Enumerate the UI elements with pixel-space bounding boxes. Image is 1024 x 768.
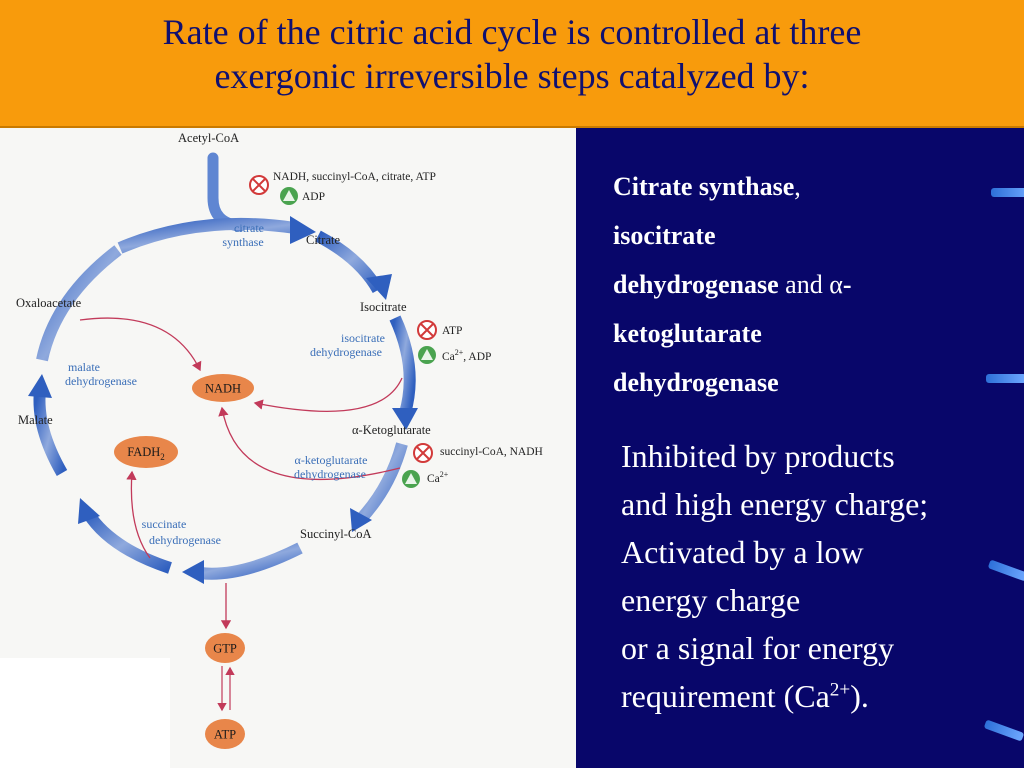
cycle-arrowhead-succinate [78,498,100,524]
nadh-label: NADH [205,382,241,396]
atp-label: ATP [214,728,236,742]
cycle-arrow-ketoglutarate [389,315,416,415]
cycle-arrowhead-isocitrate [366,274,392,300]
enzyme-list: Citrate synthase, isocitrate dehydrogena… [613,162,973,407]
description-line-6: requirement (Ca2+). [621,672,1016,720]
enzyme-akg-dh-line-1: α-ketoglutarate [295,453,368,467]
slide-title-line-1: Rate of the citric acid cycle is control… [162,12,862,52]
right-text-panel: Citrate synthase, isocitrate dehydrogena… [576,128,1024,768]
enzyme-list-line-1: Citrate synthase, [613,162,973,211]
enzyme-isocitrate-dh-line-2: dehydrogenase [310,345,382,359]
idh-activators: Ca2+, ADP [442,348,491,363]
enzyme-list-hyphen: - [842,270,852,299]
cycle-arrow-oxaloacetate [36,245,122,362]
cycle-arrowhead-citrate [290,216,316,244]
cycle-arrowhead-malate [28,374,52,398]
enzyme-list-line-2: isocitrate [613,211,973,260]
alpha-symbol: α [829,270,843,299]
cycle-arrow-succinate [82,509,172,574]
enzyme-succinate-dh-line-2: dehydrogenase [149,533,221,547]
atp-oval [205,719,245,749]
description-line-2: and high energy charge; [621,486,929,522]
activate-icon-triangle [421,349,433,360]
decorative-stripe [986,374,1024,383]
enzyme-list-and: and [778,270,830,299]
metabolite-isocitrate: Isocitrate [360,300,407,314]
thin-arrow-malate-to-nadh [79,317,202,372]
metabolite-succinyl-coa: Succinyl-CoA [300,527,372,541]
idh-inhibitors: ATP [442,325,462,337]
cs-inhibitors: NADH, succinyl-CoA, citrate, ATP [273,171,436,183]
nadh-oval [192,374,254,402]
metabolite-malate: Malate [18,413,53,427]
metabolite-alpha-ketoglutarate: α-Ketoglutarate [352,423,431,437]
akg-inhibitors: succinyl-CoA, NADH [440,446,543,458]
gtp-label: GTP [213,642,237,656]
decorative-stripe [991,188,1024,197]
enzyme-list-line-5: dehydrogenase [613,358,973,407]
enzyme-citrate-synthase-line-2: synthase [222,235,263,249]
akg-activators: Ca2+ [427,470,449,485]
description-line-6-text: requirement (Ca [621,678,830,714]
metabolite-oxaloacetate: Oxaloacetate [16,296,82,310]
description-line-3: Activated by a low [621,534,864,570]
enzyme-succinate-dh-line-1: succinate [142,517,187,531]
decorative-stripe [983,719,1024,742]
enzyme-list-line-3: dehydrogenase and α- [613,260,973,309]
enzyme-citrate-synthase: Citrate synthase [613,172,795,201]
enzyme-isocitrate-dh-line-1: isocitrate [341,331,385,345]
acetyl-coa-entry-arrow [207,152,246,232]
cycle-arrowhead-succinyl-coa [350,508,372,532]
fadh2-oval [114,436,178,468]
description-line-1: Inhibited by products [621,438,895,474]
inhibit-icon-cross [252,178,266,192]
gtp-oval [205,633,245,663]
cycle-arrow-bottom [199,542,303,580]
cycle-arrowhead-bottom [182,560,204,584]
cycle-arrow-malate [33,389,68,477]
activate-icon-triangle [405,473,417,484]
enzyme-malate-dh-line-1: malate [68,360,100,374]
title-bar: Rate of the citric acid cycle is control… [0,0,1024,128]
description-line-4: energy charge [621,582,801,618]
scan-paper-patch [0,658,170,768]
cycle-arrowhead-ketoglutarate [392,408,418,430]
inhibit-icon-cross [420,323,434,337]
enzyme-isocitrate: isocitrate [613,221,716,250]
slide-title-line-2: exergonic irreversible steps catalyzed b… [214,56,810,96]
activate-icon-triangle [283,190,295,201]
thin-arrow-ketoglutarate-to-nadh [218,406,401,480]
cycle-diagram-svg: NADH FADH2 GTP ATP Acetyl-CoA Citrate Is… [0,131,543,768]
enzyme-ketoglutarate: ketoglutarate [613,319,762,348]
enzyme-citrate-synthase-line-1: citrate [234,221,264,235]
enzyme-malate-dh-line-2: dehydrogenase [65,374,137,388]
regulation-description: Inhibited by products and high energy ch… [621,432,1016,720]
cycle-arrow-citrate [117,217,296,254]
enzyme-dehydrogenase-2: dehydrogenase [613,368,779,397]
metabolite-citrate: Citrate [306,233,340,247]
enzyme-list-comma: , [794,172,801,201]
description-line-6-end: ). [850,678,869,714]
enzyme-dehydrogenase-1: dehydrogenase [613,270,779,299]
cycle-arrow-succinyl-coa [355,442,408,525]
calcium-charge: 2+ [829,679,851,701]
slide-title: Rate of the citric acid cycle is control… [0,10,1024,98]
cs-activators: ADP [302,191,325,203]
inhibit-icon-cross [416,446,430,460]
thin-arrow-isocitrate-to-nadh [253,377,403,412]
enzyme-list-line-4: ketoglutarate [613,309,973,358]
fadh2-label: FADH2 [127,445,165,462]
metabolite-acetyl-coa: Acetyl-CoA [178,131,239,145]
enzyme-akg-dh-line-2: dehydrogenase [294,467,366,481]
description-line-5: or a signal for energy [621,630,895,666]
citric-acid-cycle-diagram: NADH FADH2 GTP ATP Acetyl-CoA Citrate Is… [0,128,576,768]
thin-arrow-succinate-to-fadh2 [126,470,151,559]
